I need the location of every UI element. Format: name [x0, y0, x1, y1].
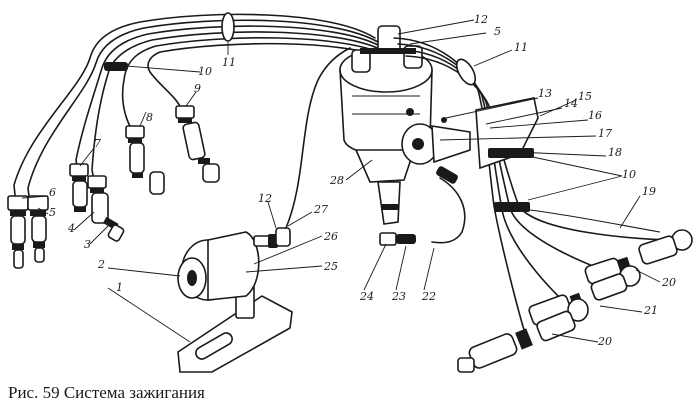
callout-17: 17	[598, 127, 612, 140]
callout-22: 22	[421, 290, 436, 303]
callout-19: 19	[642, 185, 656, 198]
plug-cap-7	[69, 163, 89, 212]
callout-7: 7	[94, 137, 101, 150]
leader-lines	[21, 19, 661, 343]
left-wire-harness	[13, 12, 387, 206]
vacuum-line	[379, 166, 466, 246]
plug-cap-9	[175, 105, 220, 183]
callout-10-left: 10	[198, 65, 212, 78]
callout-23: 23	[391, 290, 406, 303]
callout-12-top: 12	[474, 13, 488, 26]
plug-cap-3	[87, 175, 125, 242]
callout-5-top: 5	[494, 25, 501, 38]
plug-cap-5	[27, 195, 49, 263]
callout-11-left: 11	[222, 56, 236, 69]
callout-16: 16	[588, 109, 602, 122]
callout-11-right: 11	[514, 41, 528, 54]
high-voltage-center-wire	[285, 47, 351, 229]
right-plug-caps	[457, 229, 693, 373]
callout-13: 13	[538, 87, 552, 100]
callout-8: 8	[146, 111, 153, 124]
figure-caption: Рис. 59 Система зажигания	[8, 383, 205, 402]
callout-9: 9	[194, 82, 201, 95]
plug-cap-21	[528, 265, 641, 326]
callout-26: 26	[323, 230, 338, 243]
plug-cap-20-lower	[457, 298, 589, 373]
callout-12-coil: 12	[258, 192, 272, 205]
ignition-coil-assembly	[177, 227, 293, 373]
callout-15: 15	[578, 90, 592, 103]
callout-20-lower: 20	[597, 335, 612, 348]
callout-10-right: 10	[622, 168, 636, 181]
callout-24: 24	[359, 290, 374, 303]
callout-20-upper: 20	[661, 276, 676, 289]
plug-cap-6	[7, 195, 29, 269]
callout-6: 6	[49, 186, 56, 199]
callout-14: 14	[564, 97, 578, 110]
left-plug-caps	[7, 105, 220, 269]
callout-27: 27	[313, 203, 328, 216]
callout-5-left: 5	[49, 206, 56, 219]
callout-21: 21	[643, 304, 658, 317]
right-wire-harness	[393, 37, 677, 343]
callout-1: 1	[116, 281, 123, 294]
callout-3: 3	[84, 238, 91, 251]
callout-18: 18	[608, 146, 622, 159]
callout-2: 2	[97, 258, 105, 271]
plug-cap-8	[125, 125, 165, 195]
distributor	[339, 25, 471, 225]
callout-numbers: 1 2 3 4 5 6 7 8 9 10 11 12 5 11 13 14 15…	[49, 13, 676, 348]
callout-28: 28	[329, 174, 344, 187]
callout-4: 4	[67, 222, 75, 235]
callout-25: 25	[323, 260, 338, 273]
